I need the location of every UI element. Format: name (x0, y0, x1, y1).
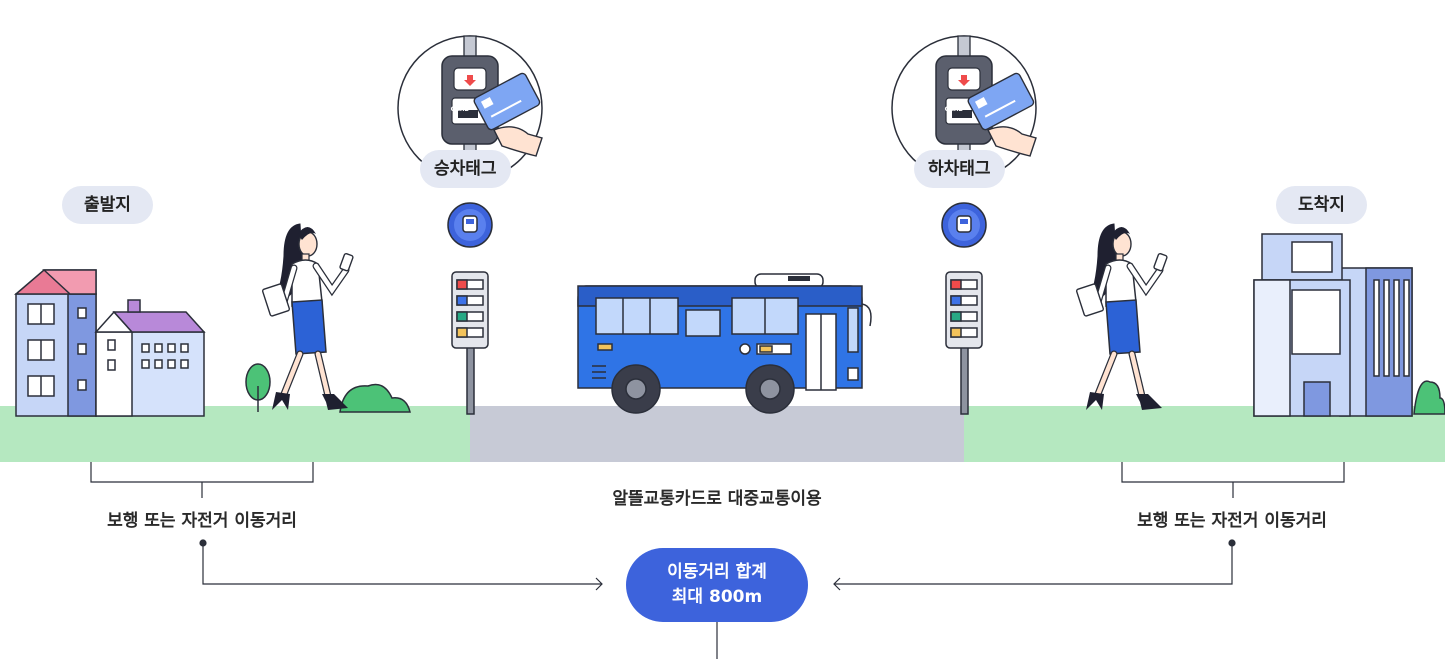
card-label-board: CARD (450, 106, 470, 113)
tree-left (245, 363, 271, 412)
connector-left (199, 539, 603, 591)
transit-label: 알뜰교통카드로 대중교통이용 (612, 489, 822, 509)
walking-woman-left (262, 224, 353, 410)
bus (577, 273, 872, 414)
walk-distance-left: 보행 또는 자전거 이동거리 (107, 511, 297, 531)
bus-stop-left (447, 202, 493, 415)
total-distance-badge: 이동거리 합계 최대 800m (626, 548, 808, 622)
bracket-right (1121, 462, 1345, 498)
card-label-alight: CARD (944, 106, 964, 113)
destination-label: 도착지 (1276, 186, 1367, 224)
bracket-left (90, 462, 314, 498)
walk-distance-right: 보행 또는 자전거 이동거리 (1137, 511, 1327, 531)
origin-label: 출발지 (62, 186, 153, 224)
alight-tag-label: 하차태그 (914, 150, 1005, 188)
destination-buildings (1253, 233, 1413, 417)
board-tag-label: 승차태그 (420, 150, 511, 188)
total-distance-value: 최대 800m (671, 587, 763, 607)
bush-left (339, 383, 411, 413)
bush-right (1413, 380, 1445, 415)
road (470, 406, 964, 462)
connector-right (833, 539, 1236, 591)
walking-woman-right (1076, 224, 1167, 410)
total-distance-title: 이동거리 합계 (667, 562, 767, 582)
bus-stop-right (941, 202, 987, 415)
origin-buildings (13, 269, 206, 417)
